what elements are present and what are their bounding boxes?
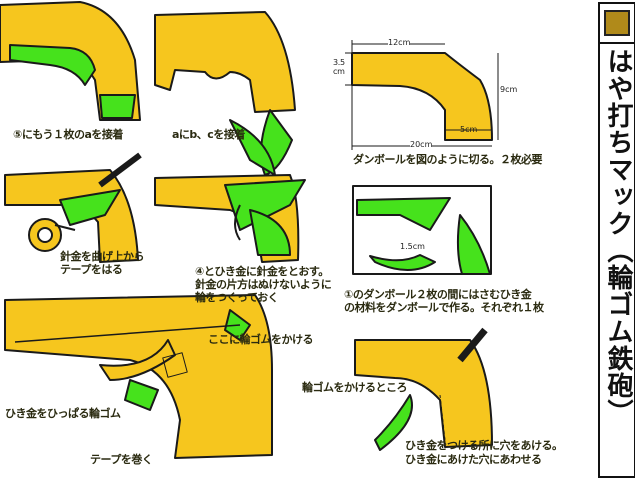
step5-label: ⑤にもう１枚のaを接着	[13, 128, 123, 141]
wire-tape-label-1: 針金を曲げ上から	[60, 250, 145, 263]
gun-with-tape	[4, 152, 142, 263]
page-title: はや打ちマック（輪ゴム鉄砲）	[603, 48, 633, 426]
wire-tape-label-2: テープをはる	[60, 263, 123, 276]
glue-bc-label: aにb、cを接着	[172, 128, 245, 141]
step4-label-3: 輪をつくっておく	[195, 291, 279, 304]
gun-with-trigger-wire	[154, 174, 306, 263]
dim-top: 12cm	[388, 38, 411, 47]
step4-label-2: 針金の片方はぬけないように	[195, 278, 332, 291]
cutting-template	[345, 40, 499, 150]
step1-label-2: の材料をダンボールで作る。それぞれ１枚	[344, 301, 544, 314]
dim-trigger: 1.5cm	[400, 242, 425, 251]
gun-piece-glue	[154, 11, 296, 176]
assembled-gun	[4, 294, 273, 459]
band-place-label: 輪ゴムをかけるところ	[302, 381, 408, 394]
gun-trigger-hole	[354, 327, 493, 451]
hole-label-2: ひき金にあけた穴にあわせる	[405, 453, 542, 466]
gun-piece-step5	[0, 1, 141, 121]
trigger-materials	[352, 185, 492, 275]
dim-grip: 5cm	[460, 125, 478, 134]
logo-icon	[604, 10, 630, 36]
hole-label-1: ひき金をつける所に穴をあける。	[405, 439, 563, 452]
dim-left: 3.5cm	[333, 58, 348, 76]
step1-label-1: ①のダンボール２枚の間にはさむひき金	[344, 288, 532, 301]
pull-band-label: ひき金をひっぱる輪ゴム	[5, 407, 121, 420]
dim-right: 9cm	[500, 85, 518, 94]
dim-bottom: 20cm	[410, 140, 433, 149]
wrap-tape-label: テープを巻く	[90, 453, 153, 466]
step4-label-1: ④とひき金に針金をとおす。	[195, 265, 329, 278]
hook-here-label: ここに輪ゴムをかける	[208, 333, 314, 346]
cut-label: ダンボールを図のように切る。２枚必要	[353, 153, 543, 166]
title-panel: はや打ちマック（輪ゴム鉄砲）	[598, 2, 635, 478]
title-divider	[600, 42, 634, 44]
